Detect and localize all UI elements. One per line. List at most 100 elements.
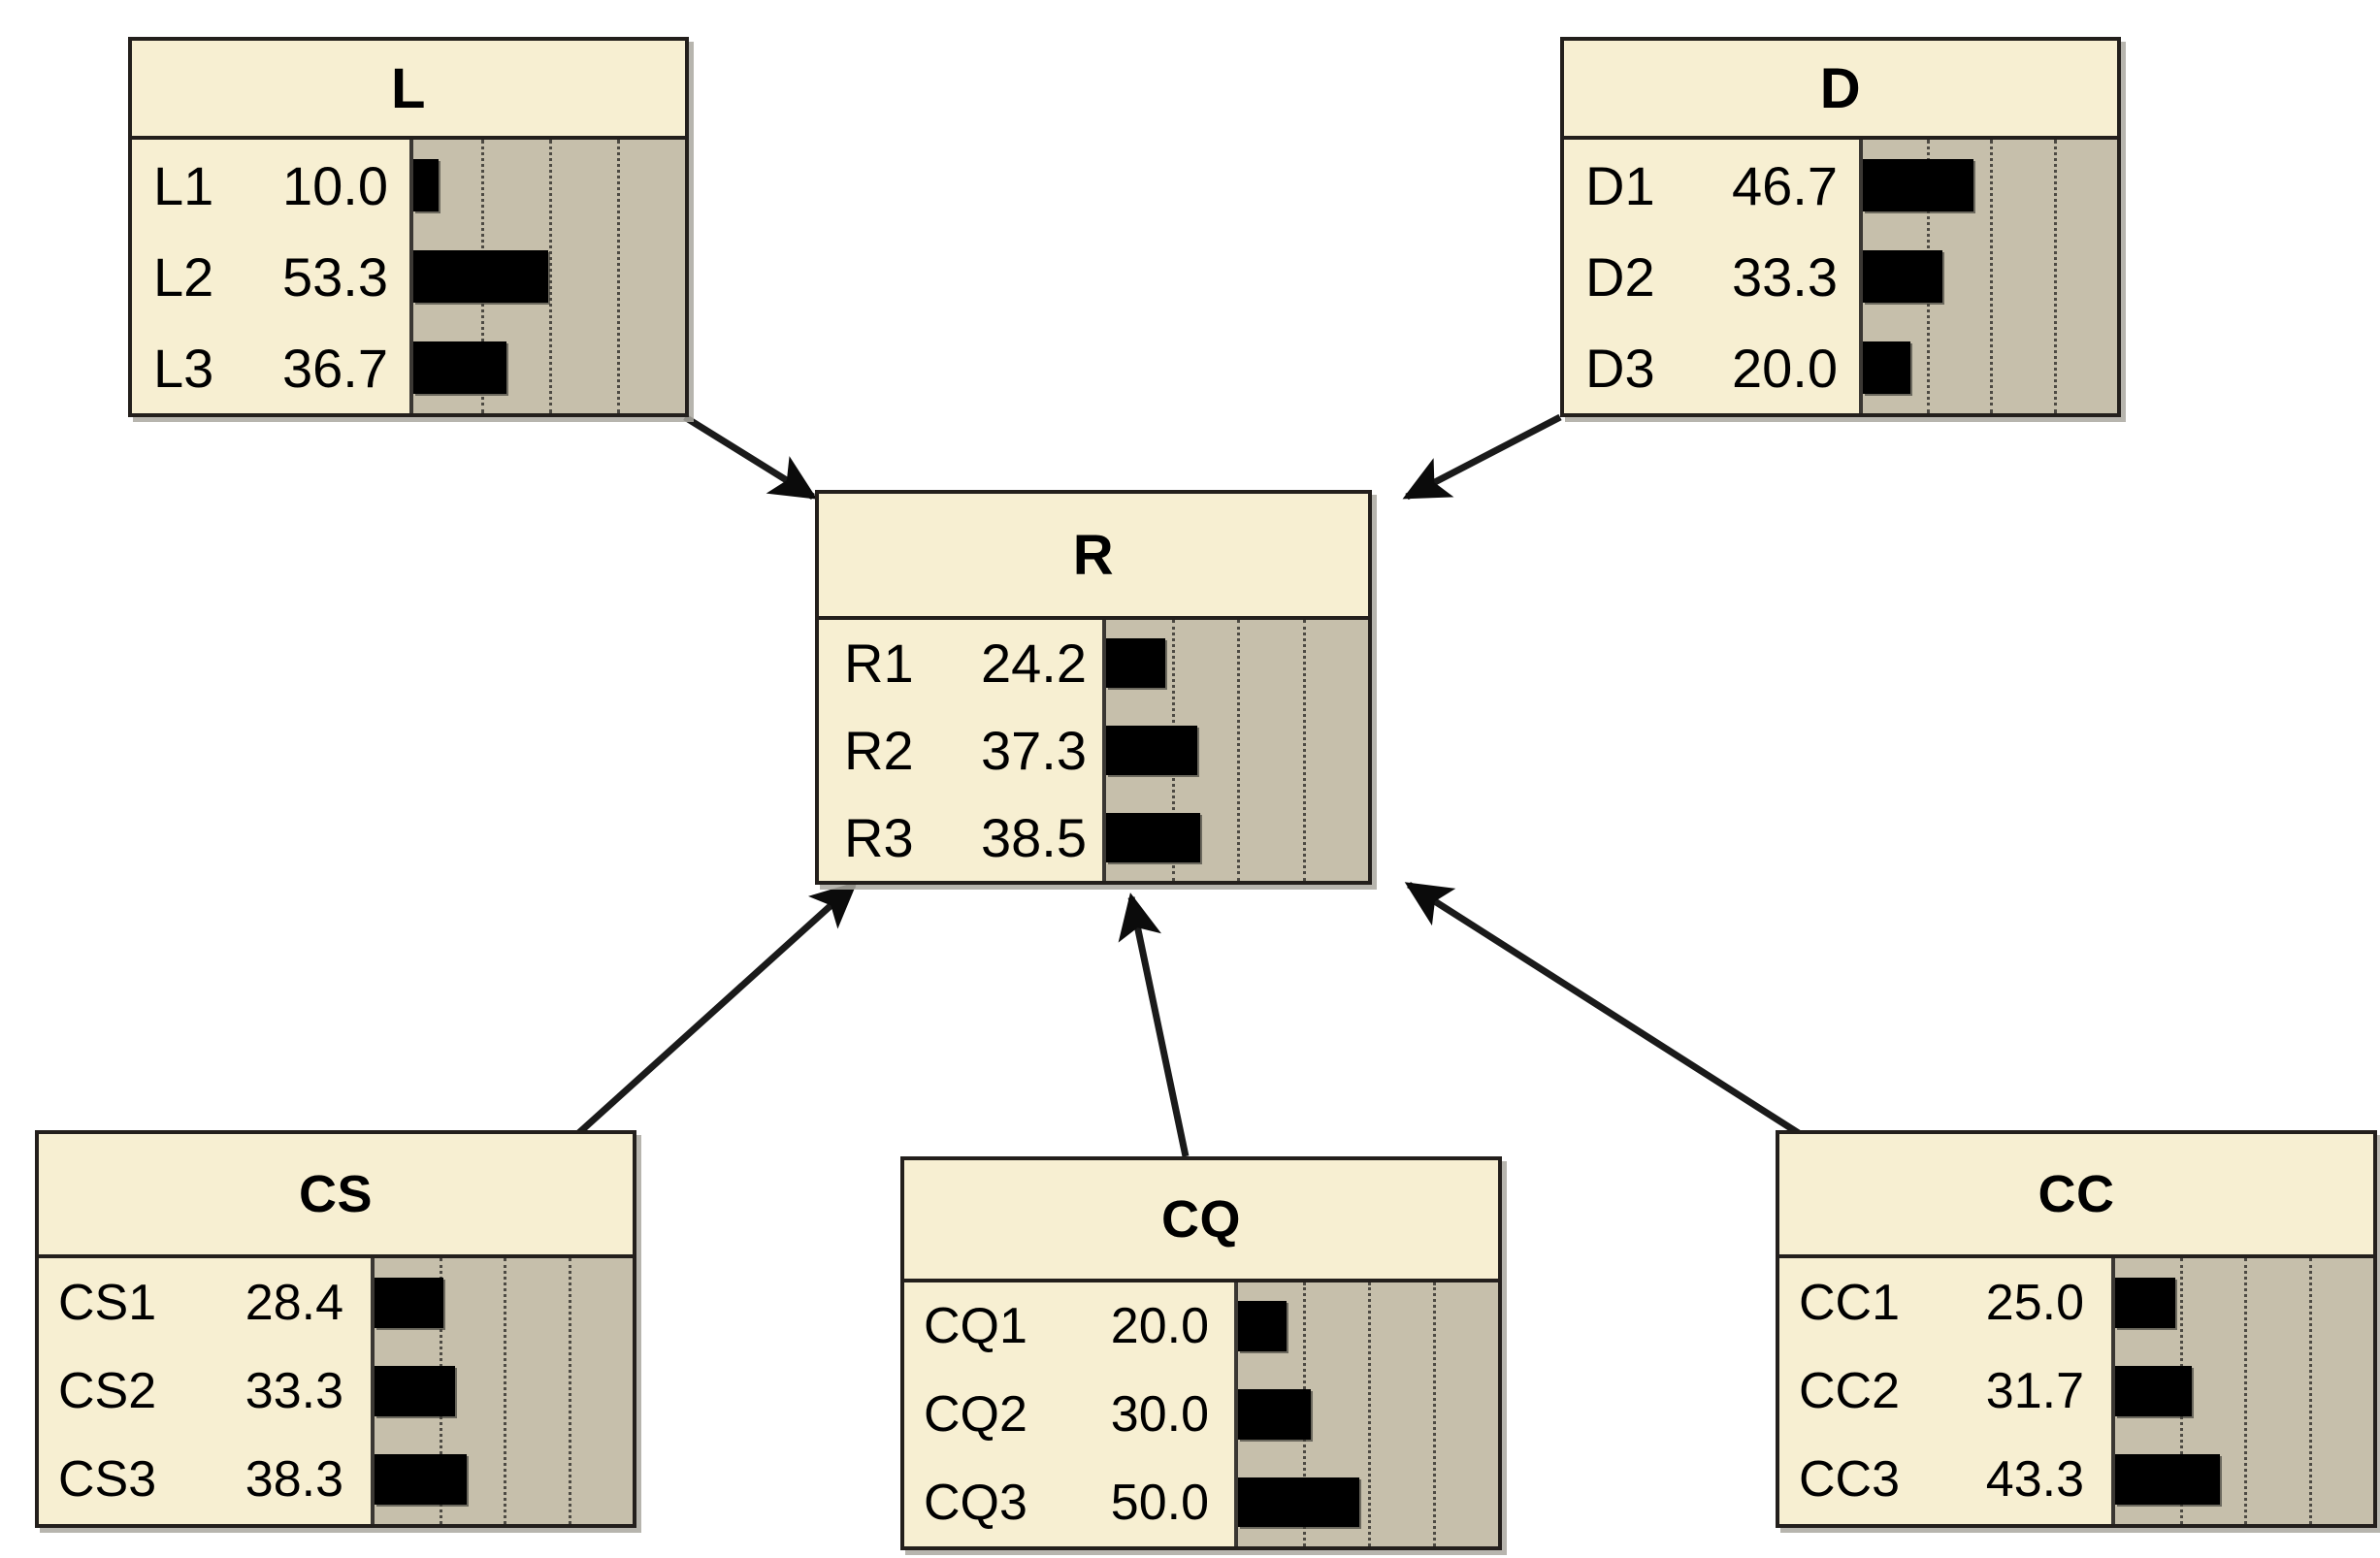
- table-row: D1 46.7: [1564, 154, 1859, 217]
- row-value: 31.7: [1985, 1362, 2084, 1419]
- row-value: 36.7: [282, 337, 388, 399]
- table-row: R2 37.3: [819, 719, 1102, 782]
- edge-cs-to-r: [571, 881, 858, 1140]
- chart-bar-CS2: [375, 1365, 455, 1417]
- node-CC-rows: CC1 25.0 CC2 31.7 CC3 43.3: [1779, 1258, 2115, 1524]
- table-row: CC2 31.7: [1779, 1362, 2111, 1420]
- row-label: CC1: [1799, 1274, 1901, 1331]
- row-value: 50.0: [1110, 1474, 1209, 1531]
- chart-gridline-3: [617, 140, 620, 413]
- chart-bars: [375, 1258, 633, 1524]
- row-label: CS3: [58, 1451, 157, 1509]
- node-D[interactable]: D D1 46.7 D2 33.3 D3 20.0: [1560, 37, 2121, 417]
- chart-gridline-3: [1302, 620, 1306, 881]
- row-label: L2: [153, 245, 214, 308]
- chart-bar-CS1: [375, 1277, 443, 1328]
- chart-bar-CQ2: [1238, 1389, 1312, 1440]
- node-CS-chart: [375, 1258, 633, 1524]
- table-row: CS3 38.3: [39, 1450, 371, 1509]
- chart-bar-slot: [1863, 341, 2117, 394]
- row-label: CC2: [1799, 1362, 1901, 1419]
- table-row: CC3 43.3: [1779, 1450, 2111, 1509]
- row-value: 43.3: [1985, 1451, 2084, 1509]
- node-CS-title: CS: [39, 1134, 633, 1258]
- row-value: 38.3: [245, 1451, 343, 1509]
- node-R-title: R: [819, 494, 1368, 620]
- node-D-chart: [1863, 140, 2117, 413]
- node-L-body: L1 10.0 L2 53.3 L3 36.7: [132, 140, 685, 413]
- chart-bar-slot: [413, 159, 685, 211]
- row-label: L1: [153, 154, 214, 216]
- chart-bar-L2: [413, 250, 549, 303]
- node-D-title: D: [1564, 41, 2117, 140]
- chart-gridline-3: [2308, 1258, 2312, 1524]
- chart-bar-slot: [2115, 1454, 2373, 1506]
- row-label: CS2: [58, 1362, 157, 1419]
- chart-gridline-2: [2244, 1258, 2247, 1524]
- node-R-body: R1 24.2 R2 37.3 R3 38.5: [819, 620, 1368, 881]
- node-L[interactable]: L L1 10.0 L2 53.3 L3 36.7: [128, 37, 689, 417]
- chart-gridline-2: [549, 140, 552, 413]
- chart-bar-slot: [1106, 638, 1368, 689]
- row-value: 25.0: [1985, 1274, 2084, 1331]
- node-CQ-body: CQ1 20.0 CQ2 30.0 CQ3 50.0: [904, 1282, 1498, 1546]
- node-D-body: D1 46.7 D2 33.3 D3 20.0: [1564, 140, 2117, 413]
- node-R[interactable]: R R1 24.2 R2 37.3 R3 38.5: [815, 490, 1372, 885]
- row-value: 33.3: [1732, 245, 1838, 308]
- node-CQ[interactable]: CQ CQ1 20.0 CQ2 30.0 CQ3 50.0: [900, 1156, 1502, 1550]
- chart-bars: [2115, 1258, 2373, 1524]
- chart-bar-L1: [413, 159, 440, 211]
- row-label: CQ2: [924, 1385, 1027, 1443]
- chart-bar-slot: [1106, 725, 1368, 776]
- row-value: 38.5: [981, 806, 1087, 868]
- chart-bars: [1106, 620, 1368, 881]
- chart-gridline-2: [1368, 1282, 1371, 1546]
- row-label: D3: [1585, 337, 1655, 399]
- chart-bar-slot: [1106, 812, 1368, 862]
- row-label: R3: [844, 806, 914, 868]
- chart-bar-slot: [413, 250, 685, 303]
- chart-bar-R3: [1106, 812, 1201, 862]
- node-R-rows: R1 24.2 R2 37.3 R3 38.5: [819, 620, 1106, 881]
- chart-bar-slot: [1863, 250, 2117, 303]
- chart-bar-slot: [413, 341, 685, 394]
- table-row: CQ3 50.0: [904, 1474, 1234, 1532]
- node-CQ-rows: CQ1 20.0 CQ2 30.0 CQ3 50.0: [904, 1282, 1238, 1546]
- chart-bars: [1238, 1282, 1498, 1546]
- row-label: L3: [153, 337, 214, 399]
- table-row: D2 33.3: [1564, 245, 1859, 308]
- row-label: D2: [1585, 245, 1655, 308]
- row-label: R1: [844, 633, 914, 695]
- chart-bar-slot: [1238, 1389, 1498, 1440]
- chart-bar-slot: [1863, 159, 2117, 211]
- row-value: 53.3: [282, 245, 388, 308]
- node-L-title: L: [132, 41, 685, 140]
- node-CC-title: CC: [1779, 1134, 2373, 1258]
- row-label: D1: [1585, 154, 1655, 216]
- edge-l-to-r: [683, 414, 818, 500]
- table-row: CQ2 30.0: [904, 1385, 1234, 1444]
- row-value: 28.4: [245, 1274, 343, 1331]
- chart-bar-CC2: [2115, 1365, 2192, 1417]
- chart-bar-slot: [375, 1454, 633, 1506]
- row-value: 46.7: [1732, 154, 1838, 216]
- chart-bar-L3: [413, 341, 507, 394]
- chart-bars: [1863, 140, 2117, 413]
- chart-gridline-2: [1237, 620, 1240, 881]
- row-label: CQ3: [924, 1474, 1027, 1531]
- row-value: 30.0: [1110, 1385, 1209, 1443]
- chart-bars: [413, 140, 685, 413]
- chart-bar-R1: [1106, 638, 1166, 689]
- node-CC[interactable]: CC CC1 25.0 CC2 31.7 CC3 43.3: [1776, 1130, 2377, 1528]
- row-value: 20.0: [1732, 337, 1838, 399]
- chart-bar-slot: [375, 1365, 633, 1417]
- chart-bar-CQ1: [1238, 1301, 1288, 1352]
- table-row: R3 38.5: [819, 806, 1102, 869]
- chart-gridline-3: [2053, 140, 2057, 413]
- chart-bar-R2: [1106, 725, 1198, 776]
- row-value: 10.0: [282, 154, 388, 216]
- edge-cc-to-r: [1404, 882, 1807, 1140]
- chart-gridline-2: [504, 1258, 506, 1524]
- node-CS[interactable]: CS CS1 28.4 CS2 33.3 CS3 38.3: [35, 1130, 636, 1528]
